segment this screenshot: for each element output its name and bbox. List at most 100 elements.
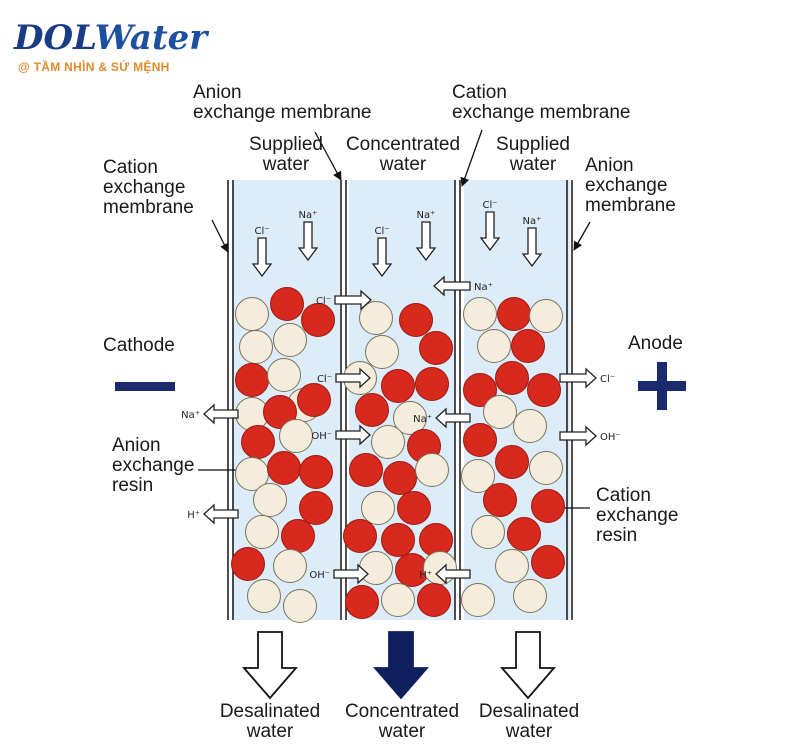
ion-label-h: H⁺ [187, 510, 200, 521]
anion-resin-bead [279, 419, 313, 453]
anion-resin-bead [495, 549, 529, 583]
anion-resin-bead [529, 299, 563, 333]
label-anode: Anode [628, 333, 683, 354]
ion-arrow-right [335, 424, 371, 446]
membrane-anion-inner [340, 180, 347, 620]
cation-resin-bead [415, 367, 449, 401]
ion-arrow-right [335, 367, 371, 389]
anion-resin-bead [247, 579, 281, 613]
leader-lines [198, 129, 591, 509]
anode-plus-sign [638, 362, 686, 410]
logo-brand: DOLWater [14, 18, 208, 58]
anion-resin-bead [415, 453, 449, 487]
anion-resin-bead [461, 459, 495, 493]
cation-resin-bead [495, 445, 529, 479]
ion-label-h: H⁺ [419, 570, 432, 581]
cation-resin-bead [419, 331, 453, 365]
anion-resin-bead [235, 297, 269, 331]
dolwater-logo: DOLWater @ TẦM NHÌN & SỨ MỆNH [8, 10, 268, 80]
outlet-arrow-desalinated-left [242, 631, 298, 700]
cation-resin-bead [345, 585, 379, 619]
ion-arrow-right [559, 425, 597, 447]
anion-resin-bead [273, 549, 307, 583]
cation-resin-bead [263, 395, 297, 429]
cation-resin-bead [463, 373, 497, 407]
cation-resin-bead [383, 461, 417, 495]
anion-resin-bead [361, 491, 395, 525]
anion-resin-bead [513, 409, 547, 443]
ion-arrow-down [521, 227, 543, 268]
cation-resin-bead [399, 303, 433, 337]
cation-resin-bead [417, 583, 451, 617]
anion-resin-bead [283, 589, 317, 623]
anion-resin-bead [245, 515, 279, 549]
cation-resin-bead [511, 329, 545, 363]
anion-resin-bead [471, 515, 505, 549]
cation-resin-bead [381, 523, 415, 557]
anion-resin-bead [461, 583, 495, 617]
anion-resin-bead [273, 323, 307, 357]
cation-resin-bead [299, 455, 333, 489]
ion-label-na: Na⁺ [523, 216, 542, 227]
resin-beads [231, 287, 565, 623]
ion-arrow-down [415, 221, 437, 262]
cation-resin-bead [507, 517, 541, 551]
anion-resin-bead [365, 335, 399, 369]
anion-resin-bead [513, 579, 547, 613]
ion-label-cl: Cl⁻ [482, 200, 497, 211]
ion-arrow-down [297, 221, 319, 262]
ion-arrow-down [251, 237, 273, 278]
cation-resin-bead [397, 491, 431, 525]
ion-arrow-down [371, 237, 393, 278]
anion-resin-bead [381, 583, 415, 617]
cation-resin-bead [301, 303, 335, 337]
cation-resin-bead [495, 361, 529, 395]
anion-resin-bead [529, 451, 563, 485]
cation-resin-bead [531, 489, 565, 523]
cation-resin-bead [483, 483, 517, 517]
anion-resin-bead [253, 483, 287, 517]
ion-label-oh: OH⁻ [600, 432, 621, 443]
membrane-cation-inner [454, 180, 461, 620]
anion-resin-bead [359, 301, 393, 335]
ion-label-na: Na⁺ [474, 282, 493, 293]
cation-resin-bead [463, 423, 497, 457]
anion-resin-bead [483, 395, 517, 429]
logo-tagline: @ TẦM NHÌN & SỨ MỆNH [18, 60, 170, 74]
outlet-arrow-desalinated-right [500, 631, 556, 700]
ion-arrow-left [435, 407, 471, 429]
membrane-anion-right [566, 180, 573, 620]
ion-label-na: Na⁺ [181, 410, 200, 421]
cation-resin-bead [527, 373, 561, 407]
anion-resin-bead [463, 297, 497, 331]
ion-arrow-right [333, 563, 369, 585]
ion-label-cl: Cl⁻ [374, 226, 389, 237]
cation-resin-bead [297, 383, 331, 417]
cation-resin-bead [241, 425, 275, 459]
cation-resin-bead [235, 363, 269, 397]
cation-resin-bead [381, 369, 415, 403]
cation-resin-bead [299, 491, 333, 525]
cation-resin-bead [343, 519, 377, 553]
cation-resin-bead [531, 545, 565, 579]
ion-arrow-left [203, 503, 239, 525]
cation-resin-bead [497, 297, 531, 331]
membrane-cation-left [227, 180, 234, 620]
cation-resin-bead [349, 453, 383, 487]
ion-arrow-right [334, 289, 372, 311]
ion-label-cl: Cl⁻ [316, 296, 331, 307]
ion-arrow-left [435, 563, 471, 585]
anion-resin-bead [393, 401, 427, 435]
